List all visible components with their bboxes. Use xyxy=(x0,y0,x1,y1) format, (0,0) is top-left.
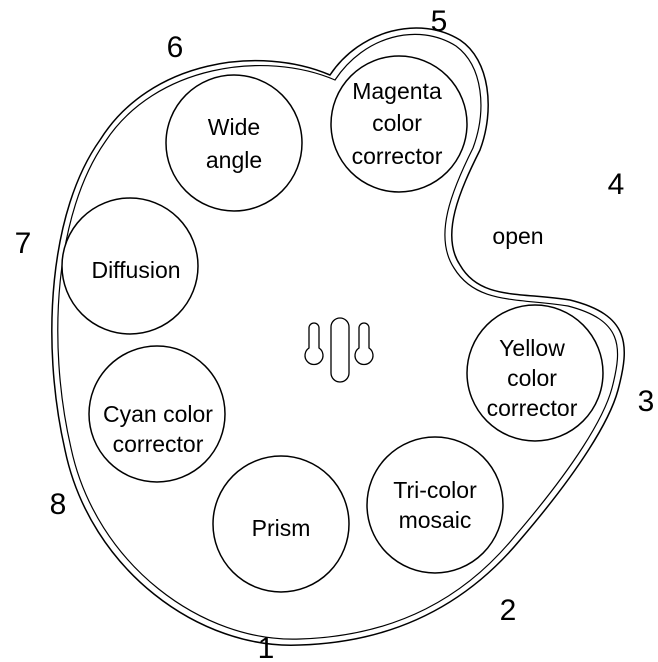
svg-text:Yellow: Yellow xyxy=(499,335,565,361)
position-number-4: 4 xyxy=(608,168,625,201)
position-number-1: 1 xyxy=(258,632,275,662)
svg-text:corrector: corrector xyxy=(352,143,443,169)
position-number-3: 3 xyxy=(638,385,655,418)
slot-circle-cyan-corrector xyxy=(88,345,226,483)
svg-text:Tri-color: Tri-color xyxy=(393,477,477,503)
svg-text:angle: angle xyxy=(206,147,262,173)
svg-text:corrector: corrector xyxy=(113,431,204,457)
slot-label-yellow-corrector: Yellow color corrector xyxy=(487,335,578,421)
slot-circle-prism xyxy=(212,455,350,593)
svg-text:Magenta: Magenta xyxy=(352,78,442,104)
svg-text:Prism: Prism xyxy=(252,515,311,541)
slot-label-magenta-corrector: Magenta color corrector xyxy=(352,78,443,169)
slot-label-prism: Prism xyxy=(252,515,311,541)
slot-circle-magenta-corrector xyxy=(330,55,468,193)
slot-label-tri-color-mosaic: Tri-color mosaic xyxy=(393,477,477,533)
svg-text:corrector: corrector xyxy=(487,395,578,421)
wheel-outline xyxy=(51,27,625,646)
svg-text:Cyan color: Cyan color xyxy=(103,401,213,427)
slot-label-open: open xyxy=(492,223,543,249)
position-number-5: 5 xyxy=(431,5,448,38)
position-number-6: 6 xyxy=(167,31,184,64)
svg-text:mosaic: mosaic xyxy=(399,507,472,533)
slot-label-cyan-corrector: Cyan color corrector xyxy=(103,401,213,457)
slot-circle-yellow-corrector xyxy=(466,304,604,442)
svg-text:color: color xyxy=(372,110,422,136)
slot-circle-wide-angle xyxy=(165,74,303,212)
position-number-2: 2 xyxy=(500,594,517,627)
svg-text:open: open xyxy=(492,223,543,249)
slot-label-diffusion: Diffusion xyxy=(91,257,180,283)
position-number-8: 8 xyxy=(50,488,67,521)
slot-label-wide-angle: Wide angle xyxy=(206,114,262,173)
position-number-7: 7 xyxy=(15,227,32,260)
svg-text:color: color xyxy=(507,365,557,391)
filter-wheel-hub-icon xyxy=(304,317,374,383)
svg-text:Wide: Wide xyxy=(208,114,260,140)
slot-circle-tri-color-mosaic xyxy=(366,436,504,574)
svg-text:Diffusion: Diffusion xyxy=(91,257,180,283)
slot-circle-diffusion xyxy=(61,197,199,335)
